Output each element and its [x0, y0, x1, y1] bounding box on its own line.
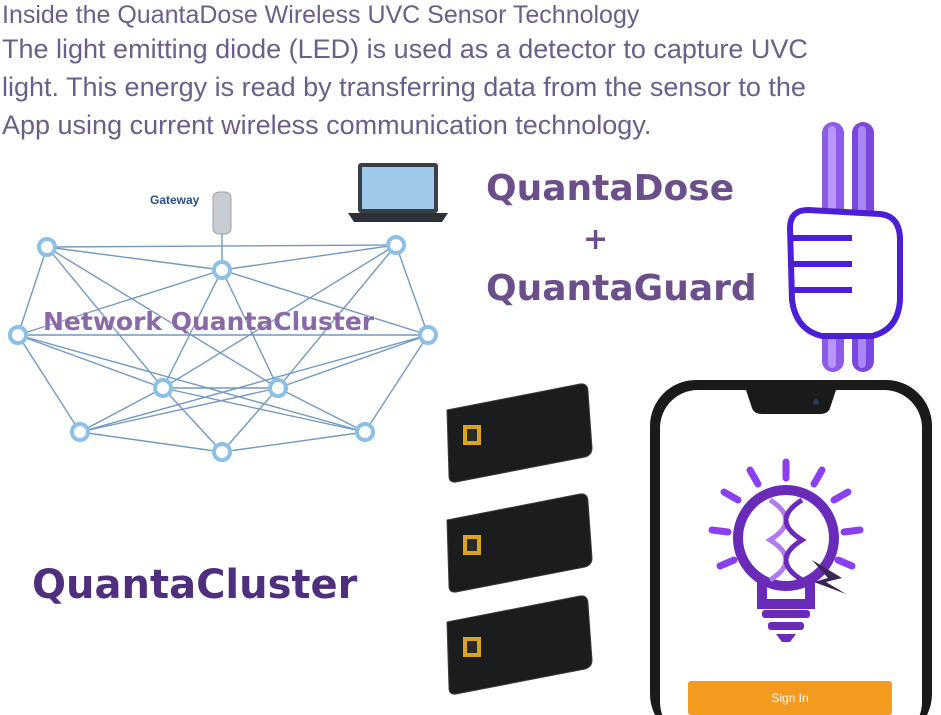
laptop-icon	[348, 163, 448, 222]
fist-icon	[787, 207, 903, 339]
intro-line-2: light. This energy is read by transferri…	[2, 72, 806, 102]
sensor-strip-2	[446, 493, 593, 593]
gateway-label: Gateway	[150, 193, 200, 207]
sensor-strip-1	[446, 383, 593, 483]
phone-notch	[746, 390, 836, 414]
mesh-links	[17, 225, 429, 453]
quantacluster-title: QuantaCluster	[32, 562, 358, 608]
gateway-icon	[212, 191, 232, 235]
intro-line-1: The light emitting diode (LED) is used a…	[2, 34, 808, 64]
brand-plus: +	[583, 222, 609, 257]
intro-line-3: App using current wireless communication…	[2, 110, 652, 140]
intro-title: Inside the QuantaDose Wireless UVC Senso…	[2, 1, 640, 29]
lightbulb-dna-icon	[708, 458, 864, 642]
brand-quantadose: QuantaDose	[486, 168, 735, 209]
sensor-strip-3	[446, 595, 593, 695]
network-label: Network QuantaCluster	[43, 307, 375, 336]
sign-in-button[interactable]: Sign In	[688, 681, 892, 715]
brand-quantaguard: QuantaGuard	[486, 268, 757, 309]
intro-text: Inside the QuantaDose Wireless UVC Senso…	[2, 0, 940, 144]
mesh-nodes	[8, 235, 438, 462]
